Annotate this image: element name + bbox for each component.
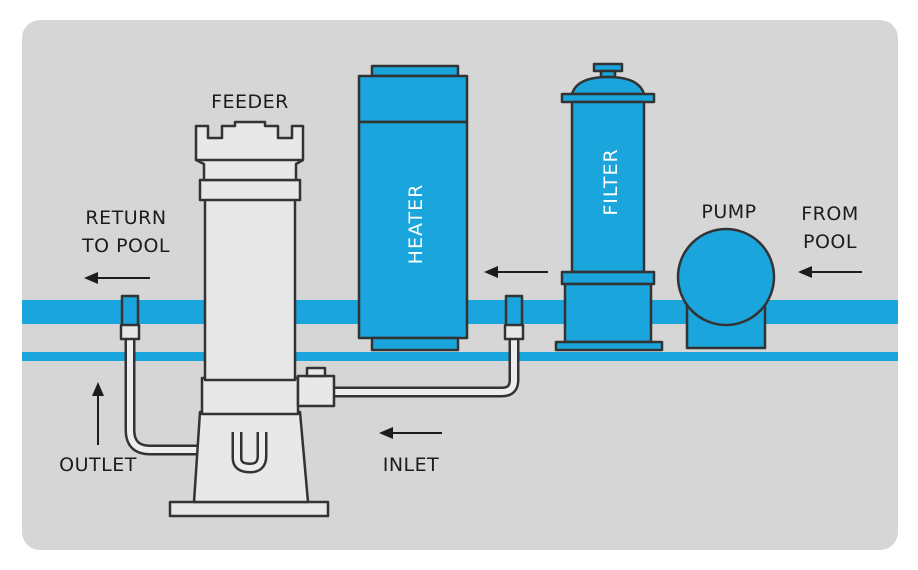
inlet-label: INLET xyxy=(383,454,440,476)
from-pool-label-line2: POOL xyxy=(803,231,857,253)
feeder xyxy=(168,120,336,518)
from-pool-label-line1: FROM xyxy=(801,203,858,225)
arrow-outlet xyxy=(92,382,104,445)
arrow-inlet xyxy=(379,427,442,439)
return-to-pool-label-line2: TO POOL xyxy=(81,235,170,257)
return-tube xyxy=(119,294,245,456)
arrow-from-pool xyxy=(798,266,862,278)
heater-label: HEATER xyxy=(405,184,427,265)
lower-pipe xyxy=(22,352,898,361)
heater: HEATER xyxy=(357,64,469,352)
outlet-label: OUTLET xyxy=(59,454,137,476)
arrow-return-to-pool xyxy=(84,272,150,284)
pump xyxy=(676,227,776,350)
return-to-pool-label-line1: RETURN xyxy=(85,207,166,229)
filter: FILTER xyxy=(554,62,664,352)
arrow-filter-to-heater xyxy=(484,266,548,278)
inlet-tube xyxy=(335,294,525,398)
pump-label: PUMP xyxy=(701,201,756,223)
filter-label: FILTER xyxy=(600,148,622,215)
feeder-label: FEEDER xyxy=(211,91,289,113)
